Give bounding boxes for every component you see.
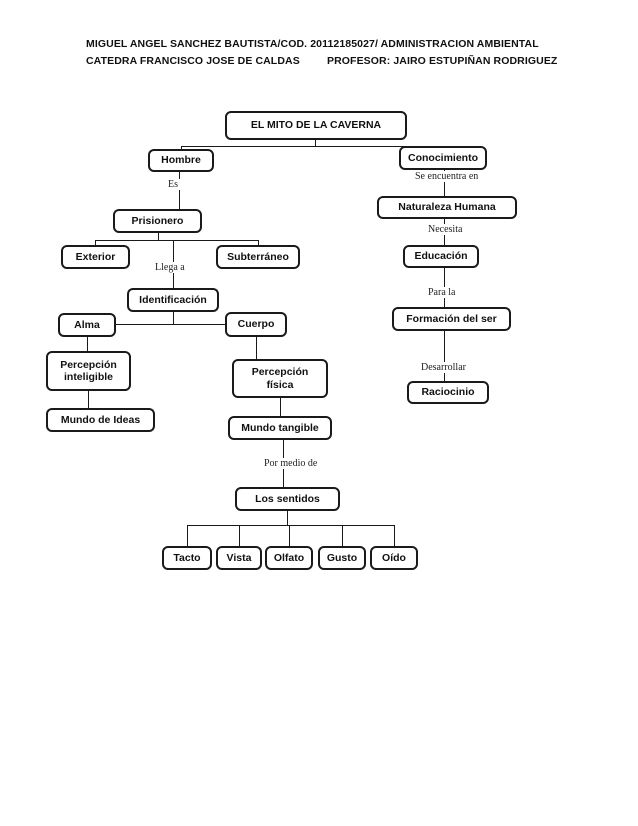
node-identificacion: Identificación (127, 288, 219, 312)
node-prisionero: Prisionero (113, 209, 202, 233)
connector-line (158, 232, 159, 240)
node-mundo-tangible: Mundo tangible (228, 416, 332, 440)
connector-line (315, 140, 316, 147)
connector-line (179, 172, 180, 210)
connector-line (256, 336, 257, 360)
connector-line (444, 170, 445, 197)
edge-label-desarrollar: Desarrollar (419, 362, 468, 373)
connector-line (181, 146, 182, 151)
node-tacto: Tacto (162, 546, 212, 570)
connector-line (187, 525, 395, 526)
node-subterraneo: Subterráneo (216, 245, 300, 269)
node-mundo-de-ideas: Mundo de Ideas (46, 408, 155, 432)
node-raciocinio: Raciocinio (407, 381, 489, 404)
connector-line (280, 397, 281, 417)
node-formacion-del-ser: Formación del ser (392, 307, 511, 331)
edge-label-llega-a: Llega a (153, 262, 187, 273)
edge-label-se-encuentra-en: Se encuentra en (413, 171, 481, 182)
node-gusto: Gusto (318, 546, 366, 570)
connector-line (95, 240, 96, 246)
node-percepcion-fisica: Percepción física (232, 359, 328, 398)
connector-line (239, 525, 240, 547)
header-line2-right: PROFESOR: JAIRO ESTUPIÑAN RODRIGUEZ (327, 55, 558, 67)
connector-line (342, 525, 343, 547)
connector-line (87, 336, 88, 352)
edge-label-es: Es (166, 179, 180, 190)
node-el-mito-de-la-caverna: EL MITO DE LA CAVERNA (225, 111, 407, 140)
connector-line (394, 525, 395, 547)
node-alma: Alma (58, 313, 116, 337)
node-oido: Oído (370, 546, 418, 570)
connector-line (444, 330, 445, 382)
node-exterior: Exterior (61, 245, 130, 269)
edge-label-para-la: Para la (426, 287, 458, 298)
edge-label-por-medio-de: Por medio de (262, 458, 320, 469)
connector-line (173, 311, 174, 324)
connector-line (258, 240, 259, 246)
node-conocimiento: Conocimiento (399, 146, 487, 170)
connector-line (187, 525, 188, 547)
node-educacion: Educación (403, 245, 479, 268)
connector-line (88, 390, 89, 409)
connector-line (287, 510, 288, 525)
connector-line (116, 324, 226, 325)
header-line2-left: CATEDRA FRANCISCO JOSE DE CALDAS (86, 55, 300, 67)
node-vista: Vista (216, 546, 262, 570)
connector-line (289, 525, 290, 547)
node-cuerpo: Cuerpo (225, 312, 287, 337)
node-hombre: Hombre (148, 149, 214, 172)
connector-line (95, 240, 258, 241)
node-naturaleza-humana: Naturaleza Humana (377, 196, 517, 219)
edge-label-necesita: Necesita (426, 224, 465, 235)
node-percepcion-inteligible: Percepción inteligible (46, 351, 131, 391)
header-line1: MIGUEL ANGEL SANCHEZ BAUTISTA/COD. 20112… (86, 38, 539, 50)
connector-line (181, 146, 444, 147)
node-los-sentidos: Los sentidos (235, 487, 340, 511)
node-olfato: Olfato (265, 546, 313, 570)
